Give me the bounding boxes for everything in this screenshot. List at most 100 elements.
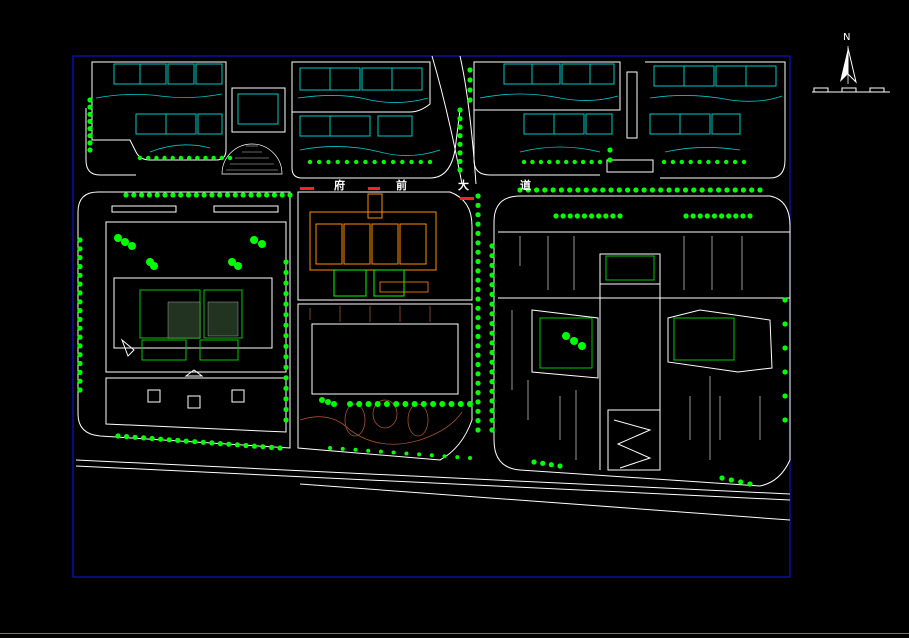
tree-icon xyxy=(475,380,481,386)
tree-icon xyxy=(234,262,242,270)
tree-icon xyxy=(489,427,495,433)
tree-icon xyxy=(232,192,238,198)
tree-icon xyxy=(716,187,722,193)
tree-icon xyxy=(170,155,175,161)
tree-icon xyxy=(154,192,160,198)
tree-icon xyxy=(114,234,122,242)
tree-icon xyxy=(706,159,711,165)
tree-icon xyxy=(578,342,586,350)
tree-icon xyxy=(271,192,277,198)
tree-icon xyxy=(283,406,289,413)
tree-icon xyxy=(201,192,207,198)
tree-icon xyxy=(363,159,368,165)
tree-icon xyxy=(457,107,463,113)
tree-icon xyxy=(77,272,83,278)
right-block xyxy=(493,195,791,487)
tree-icon xyxy=(374,401,381,407)
tree-icon xyxy=(77,263,83,270)
tree-icon xyxy=(555,159,560,165)
tree-icon xyxy=(475,221,481,227)
tree-icon xyxy=(782,345,788,351)
tree-icon xyxy=(747,213,753,219)
tree-icon xyxy=(521,159,527,165)
tree-icon xyxy=(591,187,598,193)
tree-icon xyxy=(404,451,409,456)
parking-stalls xyxy=(511,236,761,460)
tree-icon xyxy=(489,379,495,385)
tree-icon xyxy=(567,187,573,193)
tree-icon xyxy=(733,213,739,219)
tree-icon xyxy=(719,475,725,481)
tree-icon xyxy=(77,290,83,296)
tree-icon xyxy=(228,258,236,266)
tree-icon xyxy=(468,456,472,460)
tree-icon xyxy=(475,418,481,424)
road-char-1: 府 xyxy=(334,179,345,192)
tree-icon xyxy=(697,159,702,165)
tree-icon xyxy=(325,399,331,405)
tree-icon xyxy=(192,439,198,445)
dome-hatch xyxy=(226,145,278,171)
tree-icon xyxy=(283,333,289,339)
tree-icon xyxy=(674,187,680,193)
tree-icon xyxy=(365,401,372,407)
tree-icon xyxy=(457,150,463,156)
tree-icon xyxy=(617,213,623,219)
tree-icon xyxy=(679,159,684,165)
road-char-4: 道 xyxy=(520,179,531,192)
tree-icon xyxy=(283,301,289,307)
tree-icon xyxy=(77,334,83,340)
tree-icon xyxy=(589,213,595,219)
tree-icon xyxy=(740,213,746,219)
tree-icon xyxy=(226,441,232,447)
tree-icon xyxy=(467,67,473,73)
center-block xyxy=(297,191,473,461)
tree-icon xyxy=(248,192,254,198)
tree-icon xyxy=(251,443,257,449)
tree-icon xyxy=(574,213,580,219)
tree-icon xyxy=(457,141,463,147)
tree-icon xyxy=(77,360,83,367)
tree-icon xyxy=(77,343,83,349)
tree-icon xyxy=(489,272,495,278)
tree-icon xyxy=(335,159,340,165)
tree-icon xyxy=(149,435,155,442)
tree-icon xyxy=(489,340,495,346)
tree-icon xyxy=(77,308,83,314)
tree-icon xyxy=(475,277,481,283)
stair-steps xyxy=(367,193,383,219)
tree-icon xyxy=(557,463,563,469)
tree-icon xyxy=(402,401,409,407)
tree-icon xyxy=(448,401,455,407)
tree-icon xyxy=(589,159,594,165)
tree-icon xyxy=(283,396,289,402)
tree-icon xyxy=(317,159,322,165)
tree-icon xyxy=(475,258,481,265)
tree-icon xyxy=(715,159,720,165)
residential-buildings xyxy=(113,63,777,137)
tree-icon xyxy=(243,442,249,449)
tree-icon xyxy=(258,240,266,248)
tree-icon xyxy=(607,157,613,163)
tree-icon xyxy=(268,444,275,450)
tree-icon xyxy=(475,315,481,321)
tree-icon xyxy=(567,213,573,219)
tree-icon xyxy=(77,352,83,358)
tree-icon xyxy=(457,158,463,164)
tree-icon xyxy=(250,236,258,244)
tree-icon xyxy=(77,299,83,305)
residential-block-right xyxy=(473,61,786,179)
tree-icon xyxy=(383,401,390,407)
tree-icon xyxy=(326,159,331,165)
tree-icon xyxy=(688,159,693,165)
tree-icon xyxy=(550,187,556,193)
tree-icon xyxy=(641,187,647,193)
left-building-grid xyxy=(167,301,239,339)
tree-icon xyxy=(158,436,164,442)
tree-icon xyxy=(489,408,495,414)
left-block xyxy=(77,191,291,449)
tree-icon xyxy=(475,212,481,218)
tree-icon xyxy=(260,444,266,450)
tree-icon xyxy=(699,187,705,193)
